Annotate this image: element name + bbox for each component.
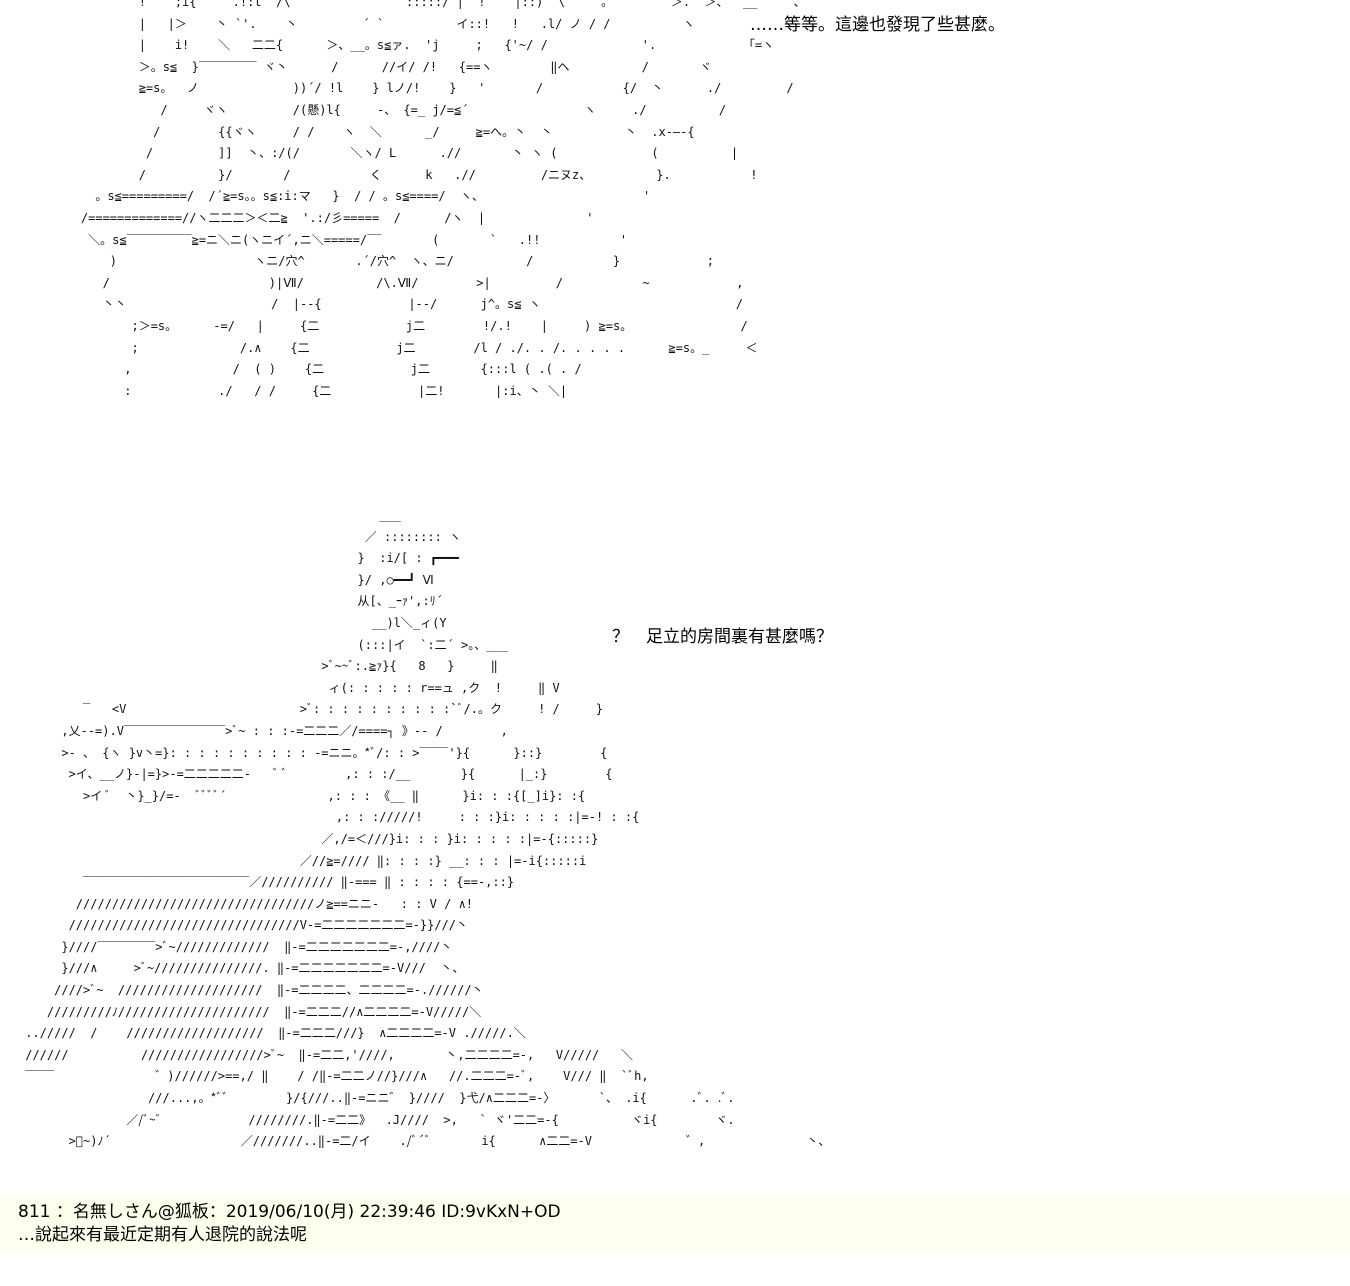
dialogue-line-1: ……等等。這邊也發現了些甚麼。 <box>750 15 1005 35</box>
next-post: 811 ：名無しさん@狐板：2019/06/10(月) 22:39:46 ID:… <box>0 1198 1350 1250</box>
ascii-art-bottom: ___ ／ :::::::: ヽ } :i/[ : ┏━━━ }/ ,○━━┛ … <box>25 508 831 1149</box>
post-body: …說起來有最近定期有人退院的說法呢 <box>18 1225 307 1245</box>
ascii-art-top: ! ;i{ .!:l /\ :::::/ | ! |::) \ 。 ＞. ＞、 … <box>80 0 806 398</box>
post-header: 811 ：名無しさん@狐板：2019/06/10(月) 22:39:46 ID:… <box>18 1202 561 1222</box>
dialogue-line-2: ？ 足立的房間裏有甚麼嗎？ <box>612 627 833 647</box>
